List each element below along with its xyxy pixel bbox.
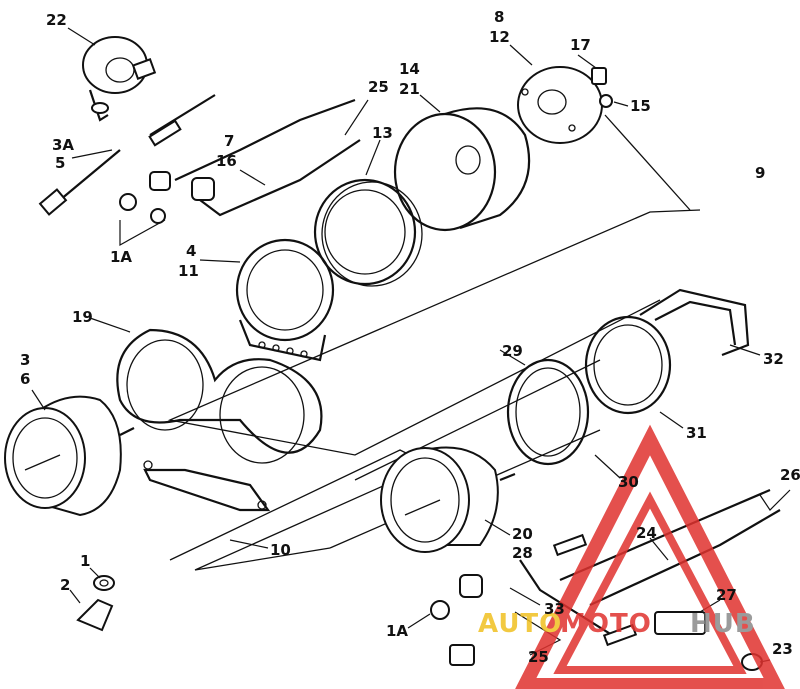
callout-23: 23 <box>772 640 793 658</box>
callout-11: 11 <box>178 262 199 280</box>
callout-33: 33 <box>544 600 565 618</box>
callout-8: 8 <box>494 8 504 26</box>
callout-1: 1 <box>80 552 90 570</box>
gauge-3-6 <box>4 395 135 517</box>
washer-1 <box>93 575 115 591</box>
callout-1A-bottom: 1A <box>386 622 408 640</box>
speedometer-cable <box>38 94 216 216</box>
wiring-harness-24 <box>519 488 781 647</box>
callout-30: 30 <box>618 473 639 491</box>
gasket-ring-4-11 <box>235 238 335 362</box>
callout-25-bottom: 25 <box>528 648 549 666</box>
callout-15: 15 <box>630 97 651 115</box>
callout-16: 16 <box>216 152 237 170</box>
plug-1A-33 <box>430 574 483 666</box>
callout-31: 31 <box>686 424 707 442</box>
callout-22: 22 <box>46 11 67 29</box>
callout-25-top: 25 <box>368 78 389 96</box>
callout-5: 5 <box>55 154 65 172</box>
automotohub-watermark: AUTO MOTO HUB <box>478 424 785 689</box>
callout-6: 6 <box>20 370 30 388</box>
callout-3A: 3A <box>52 136 74 154</box>
callout-7: 7 <box>224 132 234 150</box>
callout-27: 27 <box>716 586 737 604</box>
callout-9: 9 <box>755 164 765 182</box>
callout-26: 26 <box>780 466 800 484</box>
gauge-20-28 <box>380 446 516 553</box>
callout-13: 13 <box>372 124 393 142</box>
leader-lines <box>31 27 791 663</box>
watermark-auto: AUTO <box>478 609 562 639</box>
callout-2: 2 <box>60 576 70 594</box>
callout-28: 28 <box>512 544 533 562</box>
nut-15 <box>599 94 613 108</box>
callout-12: 12 <box>489 28 510 46</box>
callout-21: 21 <box>399 80 420 98</box>
retaining-ring-13 <box>313 178 423 287</box>
clip-2 <box>76 598 114 632</box>
bulb-sockets-upper <box>119 98 361 224</box>
callout-4: 4 <box>186 242 196 260</box>
callout-24: 24 <box>636 524 657 542</box>
speedometer-drive-unit <box>82 36 157 122</box>
callout-10: 10 <box>270 541 291 559</box>
mount-plate-8-12 <box>517 66 603 144</box>
screw-17 <box>591 67 607 85</box>
watermark-moto: MOTO <box>560 609 652 639</box>
dual-gasket-19 <box>116 328 323 512</box>
callout-3: 3 <box>20 351 30 369</box>
callout-17: 17 <box>570 36 591 54</box>
callout-14: 14 <box>399 60 420 78</box>
callout-19: 19 <box>72 308 93 326</box>
callout-20: 20 <box>512 525 533 543</box>
bezel-ring-29 <box>506 358 590 466</box>
gauge-housing-14-21 <box>393 107 531 232</box>
callout-32: 32 <box>763 350 784 368</box>
callout-labels: 22 3A 5 7 16 25 13 14 21 8 12 17 15 9 1A… <box>20 8 800 666</box>
callout-29: 29 <box>502 342 523 360</box>
connector-27 <box>654 611 706 635</box>
bezel-ring-31 <box>584 315 672 415</box>
callout-1A-top: 1A <box>110 248 132 266</box>
watermark-hub: HUB <box>690 609 756 639</box>
